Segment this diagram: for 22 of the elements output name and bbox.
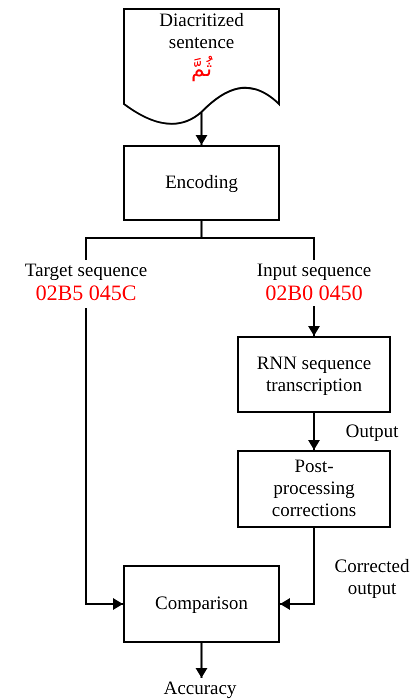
arabic-word: ثُمَّ — [191, 58, 212, 80]
node-label: Target sequence — [24, 260, 148, 282]
arrow — [85, 308, 123, 610]
document-shape — [123, 8, 280, 126]
node-label: Post- processing corrections — [270, 456, 358, 522]
arrow — [196, 112, 208, 145]
node-label: Input sequence — [256, 260, 372, 282]
sequence-code: 02B5 045C — [36, 282, 136, 304]
node-label: Accuracy — [164, 678, 236, 700]
node-label: Comparison — [155, 593, 248, 615]
node-label: Encoding — [165, 172, 238, 194]
process-box — [237, 450, 391, 528]
arrow — [308, 413, 320, 450]
node-label: RNN sequence transcription — [256, 352, 372, 396]
arrow — [196, 643, 208, 678]
arrow — [280, 528, 315, 610]
process-box — [123, 145, 280, 221]
process-box — [123, 565, 280, 643]
node-label: Diacritized sentence — [158, 10, 245, 54]
sequence-code: 02B0 0450 — [265, 282, 363, 304]
arrow — [308, 306, 320, 336]
process-box — [237, 336, 391, 413]
